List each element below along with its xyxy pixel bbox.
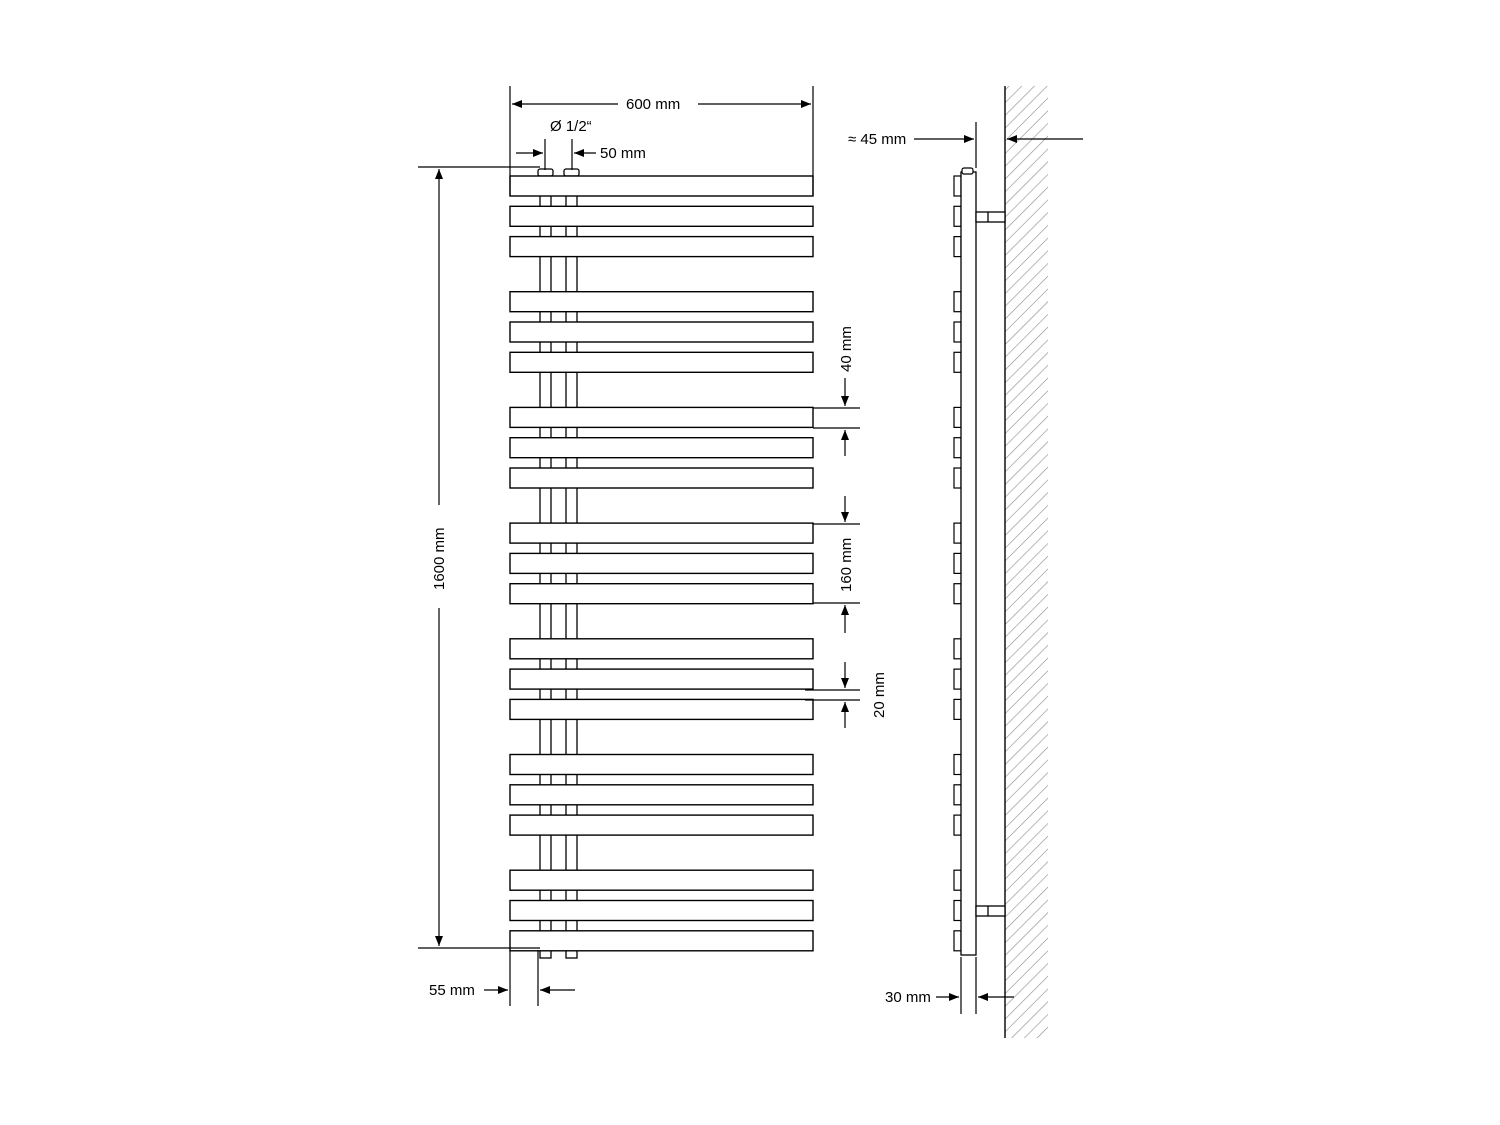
horizontal-bar xyxy=(509,583,814,605)
horizontal-bar xyxy=(509,698,814,721)
side-bar-stub xyxy=(953,814,962,836)
side-bar-stub xyxy=(953,583,962,605)
dimension-width xyxy=(509,86,814,196)
side-bar-stub xyxy=(953,351,962,373)
horizontal-bar xyxy=(509,351,814,373)
horizontal-bar xyxy=(509,814,814,836)
side-bar-stub xyxy=(953,467,962,489)
side-bars xyxy=(953,175,962,952)
wall-distance-label: ≈ 45 mm xyxy=(848,131,906,148)
group-height-label: 160 mm xyxy=(838,538,855,592)
side-bar-stub xyxy=(953,236,962,258)
bracket-bottom xyxy=(975,905,1006,917)
horizontal-bar xyxy=(509,668,814,690)
side-bar-stub xyxy=(953,175,962,197)
horizontal-bar xyxy=(509,869,814,891)
dimension-pipe-spacing xyxy=(516,139,596,170)
side-bar-stub xyxy=(953,698,962,721)
dimension-bar-height xyxy=(813,378,860,456)
side-bar-stub xyxy=(953,522,962,544)
horizontal-bar xyxy=(509,205,814,228)
horizontal-bar xyxy=(509,552,814,575)
horizontal-bar xyxy=(509,930,814,952)
horizontal-bar xyxy=(509,437,814,459)
side-bar-stub xyxy=(953,638,962,660)
inlet-offset-label: 55 mm xyxy=(429,982,475,999)
pipe-spacing-label: 50 mm xyxy=(600,145,646,162)
horizontal-bar xyxy=(509,291,814,313)
side-bar-stub xyxy=(953,899,962,922)
side-bar-stub xyxy=(953,321,962,343)
horizontal-bar xyxy=(509,406,814,429)
height-label: 1600 mm xyxy=(431,527,448,590)
horizontal-bar xyxy=(509,638,814,660)
side-bar-stub xyxy=(953,668,962,690)
horizontal-bar xyxy=(509,175,814,197)
horizontal-bar xyxy=(509,522,814,544)
bar-gap-label: 20 mm xyxy=(871,672,888,718)
pipe-diameter-label: Ø 1/2“ xyxy=(550,118,592,135)
width-label: 600 mm xyxy=(626,96,680,113)
side-bar-stub xyxy=(953,205,962,227)
dimension-depth xyxy=(936,957,1014,1014)
horizontal-bar xyxy=(509,235,814,258)
dimension-height xyxy=(418,166,540,949)
dimension-group-height xyxy=(813,496,860,633)
horizontal-bar xyxy=(509,321,814,343)
horizontal-bar xyxy=(509,784,814,806)
side-bar-stub xyxy=(953,437,962,459)
front-view: 600 mm Ø 1/2“ 50 mm 1600 mm 40 mm xyxy=(418,86,888,1006)
pipe-cap-left xyxy=(537,168,554,177)
side-view: ≈ 45 mm 30 mm xyxy=(848,86,1083,1038)
side-pipe xyxy=(960,171,977,956)
horizontal-bars xyxy=(509,175,814,952)
side-bar-stub xyxy=(953,291,962,313)
horizontal-bar xyxy=(509,467,814,489)
side-bar-stub xyxy=(953,406,962,428)
side-bar-stub xyxy=(953,930,962,952)
dimension-inlet-offset xyxy=(484,950,575,1006)
wall xyxy=(1005,86,1048,1038)
dimension-bar-gap xyxy=(805,662,860,728)
side-bar-stub xyxy=(953,784,962,806)
side-bar-stub xyxy=(953,552,962,575)
dimension-wall-distance xyxy=(914,122,1083,168)
bracket-top xyxy=(975,211,1006,223)
side-pipe-cap xyxy=(961,167,974,175)
pipe-caps xyxy=(537,168,580,177)
wall-brackets xyxy=(975,211,1006,917)
side-bar-stub xyxy=(953,869,962,891)
bar-height-label: 40 mm xyxy=(838,326,855,372)
horizontal-bar xyxy=(509,753,814,776)
horizontal-bar xyxy=(509,899,814,922)
side-bar-stub xyxy=(953,753,962,776)
depth-label: 30 mm xyxy=(885,989,931,1006)
pipe-cap-right xyxy=(563,168,580,177)
